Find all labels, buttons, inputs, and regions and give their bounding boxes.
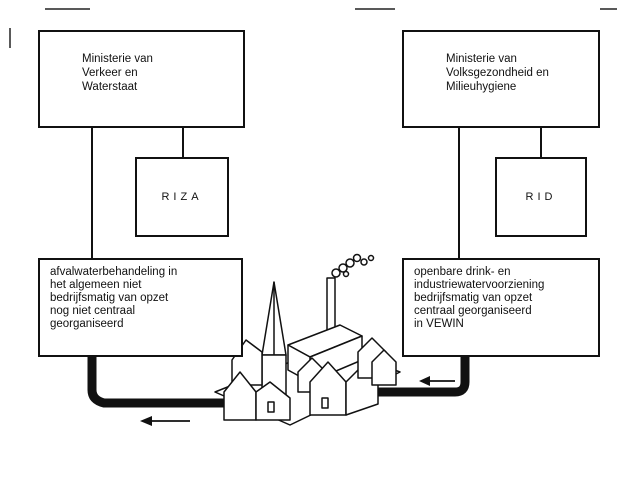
ministry-left-line: Waterstaat [82, 80, 243, 94]
note-left-line: georganiseerd [50, 318, 235, 331]
note-left-line: het algemeen niet [50, 279, 235, 292]
note-right-line: bedrijfsmatig van opzet [414, 292, 592, 305]
factory-smoke-icon [332, 255, 374, 278]
agency-left-box: RIZA [135, 157, 229, 237]
flow-arrow-left-icon [140, 416, 190, 426]
left-pipe [92, 356, 245, 403]
agency-right-box: RID [495, 157, 587, 237]
note-right-box: openbare drink- en industriewatervoorzie… [402, 258, 600, 357]
note-left-line: afvalwaterbehandeling in [50, 266, 235, 279]
ministry-right-line: Milieuhygiene [446, 80, 598, 94]
agency-right-label: RID [526, 191, 557, 203]
flow-arrow-right-pipe-icon [419, 376, 455, 386]
ministry-right-line: Volksgezondheid en [446, 66, 598, 80]
ministry-right-box: Ministerie van Volksgezondheid en Milieu… [402, 30, 600, 128]
ministry-right-line: Ministerie van [446, 52, 598, 66]
ministry-left-line: Ministerie van [82, 52, 243, 66]
ministry-left-box: Ministerie van Verkeer en Waterstaat [38, 30, 245, 128]
note-left-line: nog niet centraal [50, 305, 235, 318]
ministry-left-line: Verkeer en [82, 66, 243, 80]
note-right-line: centraal georganiseerd [414, 305, 592, 318]
note-right-line: openbare drink- en [414, 266, 592, 279]
note-right-line: in VEWIN [414, 318, 592, 331]
note-left-line: bedrijfsmatig van opzet [50, 292, 235, 305]
agency-left-label: RIZA [161, 191, 202, 203]
note-left-box: afvalwaterbehandeling in het algemeen ni… [38, 258, 243, 357]
note-right-line: industriewatervoorziening [414, 279, 592, 292]
